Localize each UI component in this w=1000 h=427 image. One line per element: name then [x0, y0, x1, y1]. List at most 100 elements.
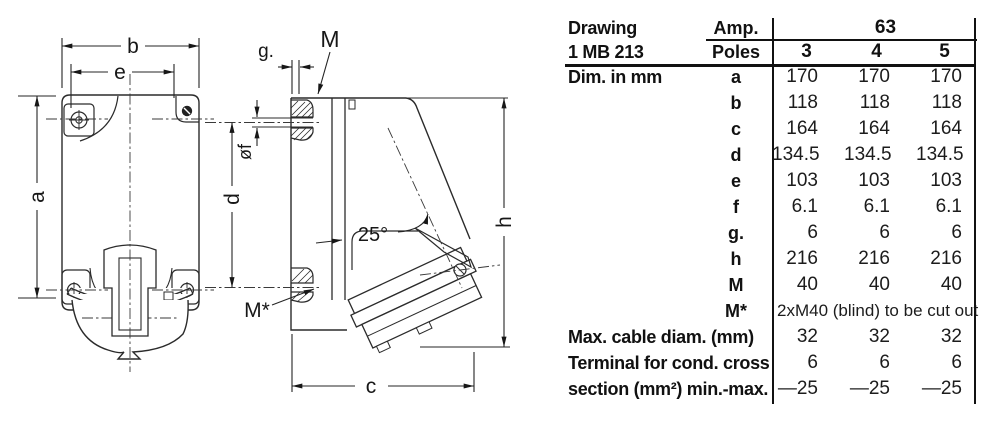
row-key: h — [730, 249, 742, 269]
cell-value: 6 — [807, 352, 818, 373]
dim-label-d: d — [221, 193, 244, 205]
table-rule-under-header — [565, 64, 976, 67]
cell-value: 32 — [868, 326, 890, 347]
spec-row-terminal-min: Terminal for cond. cross 6 6 6 — [565, 350, 977, 376]
cell-value: 216 — [786, 248, 818, 269]
cell-value: 6.1 — [863, 196, 890, 217]
cell-value: 134.5 — [772, 144, 820, 165]
cell-value: 6.1 — [935, 196, 962, 217]
dim-label-M-star: M* — [244, 299, 270, 322]
dim-row-g: g. 6 6 6 — [565, 220, 977, 246]
row-key: M — [728, 275, 744, 295]
cell-value: 40 — [796, 274, 818, 295]
dim-label-M: M — [320, 26, 339, 52]
cell-value: 103 — [858, 170, 890, 191]
cell-value: 32 — [796, 326, 818, 347]
spec-row-cable: Max. cable diam. (mm) 32 32 32 — [565, 324, 977, 350]
cell-value: —25 — [777, 378, 818, 399]
cell-value: 103 — [930, 170, 962, 191]
header-row-amp: Drawing Amp. 63 — [565, 16, 977, 40]
dimension-table: Drawing Amp. 63 1 MB 213 Poles 3 4 5 Dim… — [565, 16, 979, 406]
dim-label-phi-f: øf — [235, 143, 255, 160]
dim-row-c: c 164 164 164 — [565, 116, 977, 142]
row-label-empty — [565, 194, 700, 220]
cell-value: 170 — [858, 66, 890, 87]
row-label-empty — [565, 298, 700, 324]
cell-value: 6 — [951, 352, 962, 373]
cell-value: 6 — [951, 222, 962, 243]
spec-label: section (mm²) min.-max. — [568, 379, 769, 399]
cell-value: 40 — [868, 274, 890, 295]
row-label-empty — [565, 246, 700, 272]
technical-drawing: b e a g. M øf d 25° M* c h — [18, 26, 516, 398]
dim-row-e: e 103 103 103 — [565, 168, 977, 194]
cell-value: 6 — [807, 222, 818, 243]
row-key: a — [730, 67, 741, 87]
row-label-empty — [565, 90, 700, 116]
drawing-number: 1 MB 213 — [568, 42, 644, 62]
row-key: e — [730, 171, 741, 191]
dim-row-M: M 40 40 40 — [565, 272, 977, 298]
side-view — [205, 51, 510, 392]
pole-option: 3 — [801, 41, 812, 62]
cell-value: 118 — [859, 92, 890, 113]
cell-value: 164 — [930, 118, 962, 139]
cell-value: 6 — [879, 352, 890, 373]
row-key: d — [730, 145, 742, 165]
dim-label-g: g. — [258, 41, 274, 62]
dim-row-b: b 118 118 118 — [565, 90, 977, 116]
table-vertical-rule-right — [974, 18, 976, 404]
cell-value: 216 — [858, 248, 890, 269]
dim-unit-label: Dim. in mm — [568, 67, 663, 87]
table-rule-under-amp — [706, 39, 977, 41]
cell-value: 40 — [940, 274, 962, 295]
dim-label-c: c — [366, 375, 377, 398]
row-key: c — [730, 119, 741, 139]
row-key: M* — [725, 301, 747, 321]
m-star-note: 2xM40 (blind) to be cut out — [777, 301, 979, 320]
row-label-empty — [565, 272, 700, 298]
cell-value: 170 — [786, 66, 818, 87]
dim-row-M-star: M* 2xM40 (blind) to be cut out — [565, 298, 979, 324]
cell-value: 6.1 — [791, 196, 818, 217]
dim-row-f: f 6.1 6.1 6.1 — [565, 194, 977, 220]
poles-label: Poles — [711, 42, 761, 62]
spec-label: Terminal for cond. cross — [568, 353, 770, 373]
row-label-empty — [565, 220, 700, 246]
cell-value: 216 — [930, 248, 962, 269]
amp-value: 63 — [874, 17, 897, 38]
dim-row-d: d 134.5 134.5 134.5 — [565, 142, 977, 168]
dim-label-a: a — [26, 191, 49, 203]
row-key: b — [730, 93, 742, 113]
header-row-poles: 1 MB 213 Poles 3 4 5 — [565, 40, 977, 64]
row-key: f — [733, 197, 739, 217]
drawing-svg: b e a g. M øf d 25° M* c h — [18, 26, 516, 398]
dim-label-angle: 25° — [358, 224, 388, 246]
spec-label: Max. cable diam. (mm) — [568, 327, 754, 347]
pole-option: 4 — [871, 41, 882, 62]
front-view — [18, 38, 214, 372]
cell-value: 134.5 — [916, 144, 964, 165]
cell-value: 170 — [930, 66, 962, 87]
row-label-empty — [565, 142, 700, 168]
cell-value: 6 — [879, 222, 890, 243]
spec-row-terminal-max: section (mm²) min.-max. —25 —25 —25 — [565, 376, 977, 402]
dim-label-h: h — [493, 216, 516, 228]
row-key: g. — [728, 223, 744, 243]
row-label-empty — [565, 116, 700, 142]
dim-row-a: Dim. in mm a 170 170 170 — [565, 64, 977, 90]
pole-option: 5 — [939, 41, 950, 62]
cell-value: —25 — [921, 378, 962, 399]
amp-label: Amp. — [713, 18, 759, 38]
cell-value: 118 — [787, 92, 818, 113]
cell-value: 134.5 — [844, 144, 892, 165]
cell-value: —25 — [849, 378, 890, 399]
row-label-empty — [565, 168, 700, 194]
dim-row-h: h 216 216 216 — [565, 246, 977, 272]
cell-value: 118 — [931, 92, 962, 113]
cell-value: 103 — [786, 170, 818, 191]
drawing-label: Drawing — [568, 18, 637, 38]
dim-label-e: e — [114, 61, 126, 84]
cell-value: 32 — [940, 326, 962, 347]
